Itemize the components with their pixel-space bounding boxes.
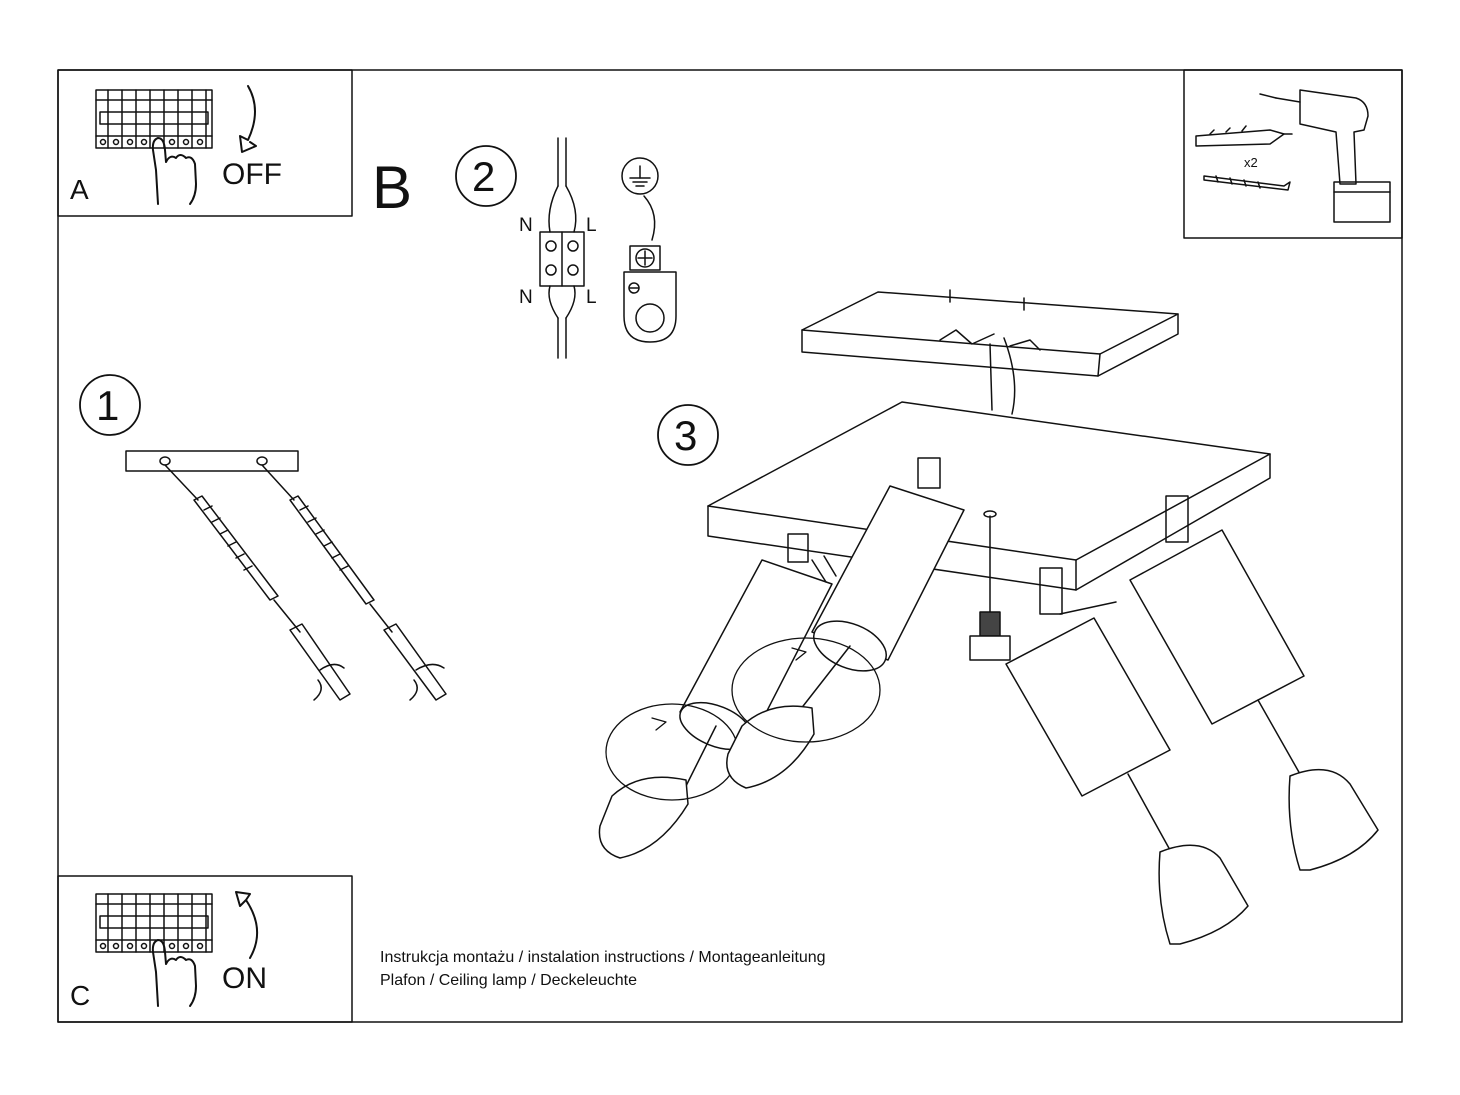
screw-and-plug-left xyxy=(164,464,351,701)
arrow-down-icon xyxy=(239,85,257,153)
outer-frame xyxy=(57,69,1403,1023)
spotlight-2 xyxy=(726,457,965,789)
arrow-up-icon xyxy=(235,891,259,959)
panel-a-frame xyxy=(57,69,353,217)
step-2-number: 2 xyxy=(472,153,496,200)
spotlight-1 xyxy=(598,533,833,859)
panel-c-frame xyxy=(57,875,353,1023)
spotlight-4 xyxy=(1129,495,1379,871)
screw-icon xyxy=(1203,175,1291,191)
step-2-badge xyxy=(455,145,517,207)
drill-icon xyxy=(1259,89,1391,223)
panel-c-letter: C xyxy=(70,980,91,1011)
footer-line-2: Plafon / Ceiling lamp / Deckeleuchte xyxy=(380,972,638,989)
breaker-panel-icon xyxy=(95,89,213,149)
section-b-letter: B xyxy=(372,154,413,221)
panel-a-letter: A xyxy=(70,174,89,205)
live-top-label: L xyxy=(586,215,597,236)
ceiling-mounting-plate xyxy=(125,450,299,472)
hand-off-icon xyxy=(151,137,197,205)
ground-terminal xyxy=(621,157,677,343)
step-1-badge xyxy=(79,374,141,436)
on-label: ON xyxy=(222,962,267,995)
rotation-arrow-icon xyxy=(731,637,881,743)
hand-on-icon xyxy=(151,939,197,1007)
neutral-bottom-label: N xyxy=(519,287,533,308)
neutral-top-label: N xyxy=(519,215,533,236)
live-bottom-label: L xyxy=(586,287,597,308)
wall-anchor-icon xyxy=(1195,125,1293,147)
tools-panel-frame xyxy=(1183,69,1403,239)
ground-symbol-icon xyxy=(621,157,659,195)
screw-and-plug-right xyxy=(261,464,447,701)
terminal-block xyxy=(539,137,585,359)
step-3-badge xyxy=(657,404,719,466)
power-connector xyxy=(969,510,1011,661)
mounting-bracket xyxy=(801,289,1179,415)
step-1-number: 1 xyxy=(96,382,120,429)
spotlight-3 xyxy=(1005,567,1249,945)
step-3-number: 3 xyxy=(674,412,698,459)
off-label: OFF xyxy=(222,158,282,191)
footer-line-1: Instrukcja montażu / instalation instruc… xyxy=(380,949,826,966)
breaker-panel-icon xyxy=(95,893,213,953)
footer-caption: Instrukcja montażu / instalation instruc… xyxy=(380,946,826,992)
anchor-multiplier: x2 xyxy=(1244,155,1258,170)
